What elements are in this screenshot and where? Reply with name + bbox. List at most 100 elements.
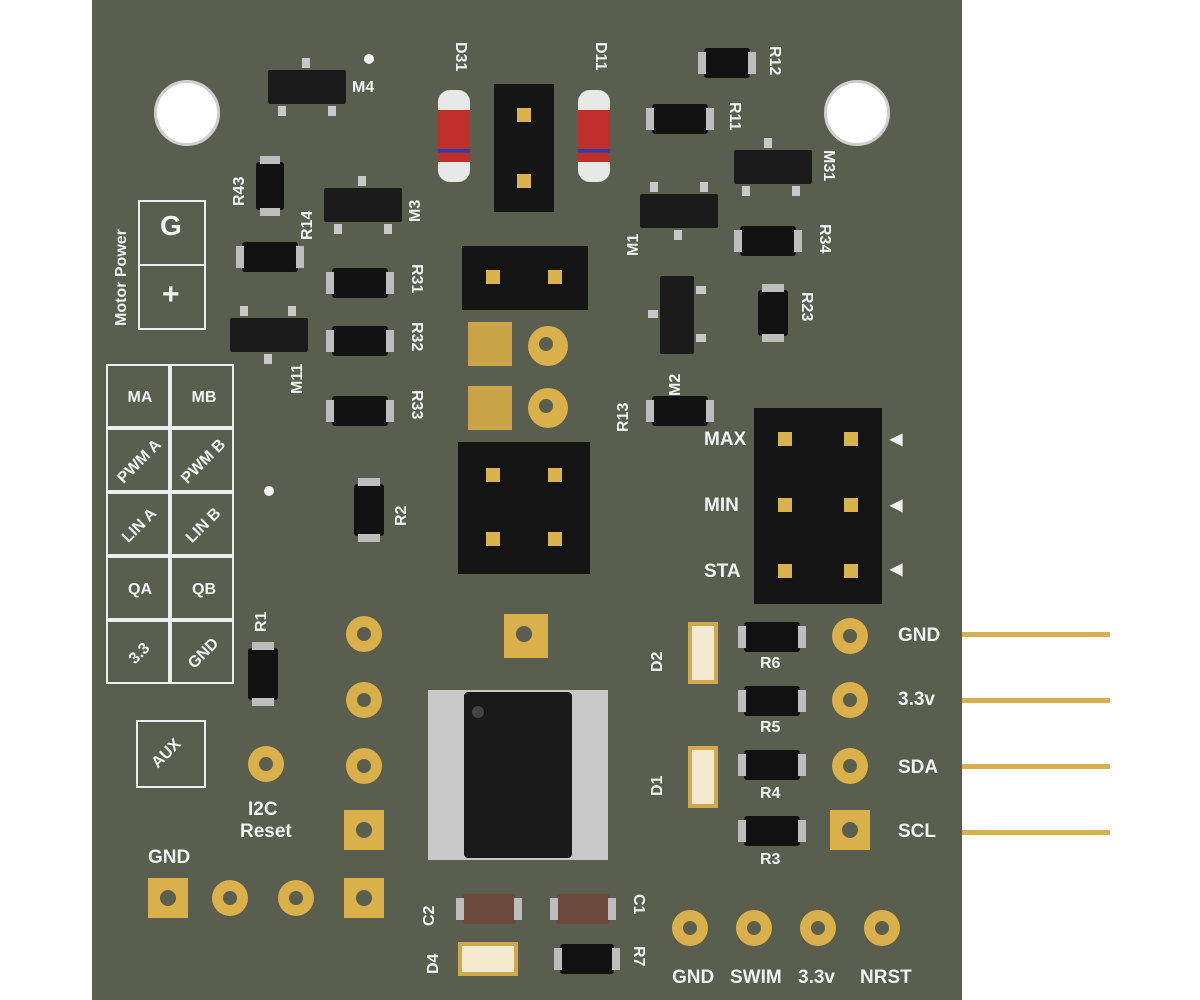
ref-m3: M3	[407, 199, 424, 222]
ref-r23: R23	[798, 292, 815, 322]
pin	[278, 106, 286, 116]
ref-r11: R11	[726, 102, 743, 131]
motor-power-ground-symbol: G	[160, 210, 182, 241]
pin	[674, 230, 682, 240]
ref-m2: M2	[667, 373, 684, 396]
pad-sda-right[interactable]	[832, 748, 868, 784]
ref-r43: R43	[231, 176, 248, 206]
header-pin	[517, 108, 531, 122]
header-pin	[778, 498, 792, 512]
pin	[742, 186, 750, 196]
ref-r31: R31	[408, 264, 425, 294]
jumper-pad-round[interactable]	[528, 326, 568, 366]
capacitor-c2	[456, 894, 522, 924]
header-pin	[548, 532, 562, 546]
header-pin	[486, 532, 500, 546]
i2c-reset-pad[interactable]	[248, 746, 284, 782]
header-pin	[778, 564, 792, 578]
pad-square-4[interactable]	[344, 878, 384, 918]
bottom-pad-nrst[interactable]	[864, 910, 900, 946]
signal-label-ma: MA	[127, 389, 153, 406]
pad-round[interactable]	[346, 682, 382, 718]
header-pin	[778, 432, 792, 446]
resistor-r11	[646, 104, 714, 134]
i2c-label: I2C	[248, 799, 278, 820]
ic-pin1-dot	[472, 706, 484, 718]
ref-r33: R33	[408, 390, 425, 420]
motor-power-plus-symbol: +	[162, 278, 180, 311]
right-label-scl: SCL	[898, 821, 936, 842]
header-top-2pin[interactable]	[494, 84, 554, 212]
transistor-m3	[324, 188, 402, 222]
ref-r13: R13	[615, 402, 632, 432]
pad-gnd-right[interactable]	[832, 618, 868, 654]
resistor-r34	[734, 226, 802, 256]
ref-m31: M31	[820, 150, 837, 182]
ref-d2: D2	[649, 651, 666, 672]
header-pin	[844, 432, 858, 446]
pad-round-2[interactable]	[212, 880, 248, 916]
pad-3v3-right[interactable]	[832, 682, 868, 718]
pad-round[interactable]	[346, 748, 382, 784]
ref-r5: R5	[760, 719, 781, 736]
pin	[302, 58, 310, 68]
header-pin-scl	[962, 830, 1110, 835]
pin	[264, 354, 272, 364]
header-2x3-jumper[interactable]	[754, 408, 882, 604]
ref-c1: C1	[630, 894, 647, 915]
header-2x2[interactable]	[458, 442, 590, 574]
gnd-left-label: GND	[148, 847, 191, 868]
bottom-label-gnd: GND	[672, 967, 715, 988]
signal-cell: PWM B	[170, 428, 234, 492]
header-pin	[486, 468, 500, 482]
led-d2	[688, 622, 718, 684]
jumper-pad[interactable]	[468, 386, 512, 430]
header-pin	[486, 270, 500, 284]
pin	[288, 306, 296, 316]
header-pin	[548, 270, 562, 284]
transistor-m11	[230, 318, 308, 352]
ref-c2: C2	[421, 905, 438, 926]
signal-cell: PWM A	[106, 428, 170, 492]
motor-power-divider	[138, 264, 206, 266]
jumper-pad[interactable]	[468, 322, 512, 366]
bottom-label-swim: SWIM	[730, 967, 782, 988]
resistor-r6	[738, 622, 806, 652]
resistor-r33	[326, 396, 394, 426]
arrow-sta-icon: ◀	[890, 561, 903, 578]
pin	[384, 224, 392, 234]
aux-box	[136, 720, 206, 788]
resistor-r2	[354, 478, 384, 542]
signal-label-qb: QB	[192, 581, 216, 598]
transistor-m4	[268, 70, 346, 104]
motor-power-title: Motor Power	[113, 229, 130, 326]
pin	[240, 306, 248, 316]
mounting-hole-right	[824, 80, 890, 146]
pad-round-3[interactable]	[278, 880, 314, 916]
pin	[650, 182, 658, 192]
signal-cell: MA	[106, 364, 170, 428]
transistor-m31	[734, 150, 812, 184]
pad-scl-right[interactable]	[830, 810, 870, 850]
pad-round[interactable]	[346, 616, 382, 652]
transistor-m2	[660, 276, 694, 354]
pad-square[interactable]	[344, 810, 384, 850]
pin	[700, 182, 708, 192]
signal-cell: 3.3	[106, 620, 170, 684]
header-pin	[844, 498, 858, 512]
bottom-pad-3v3[interactable]	[800, 910, 836, 946]
pad-square-top-ic[interactable]	[504, 614, 548, 658]
resistor-r23	[758, 284, 788, 342]
diode-d11	[578, 90, 610, 182]
jumper-label-max: MAX	[704, 429, 747, 450]
resistor-r32	[326, 326, 394, 356]
gnd-pad-1[interactable]	[148, 878, 188, 918]
silk-dot	[264, 486, 274, 496]
ref-r6: R6	[760, 655, 781, 672]
pin	[792, 186, 800, 196]
jumper-pad-round[interactable]	[528, 388, 568, 428]
resistor-r12	[698, 48, 756, 78]
header-mid-2pin[interactable]	[462, 246, 588, 310]
bottom-pad-gnd[interactable]	[672, 910, 708, 946]
bottom-pad-swim[interactable]	[736, 910, 772, 946]
